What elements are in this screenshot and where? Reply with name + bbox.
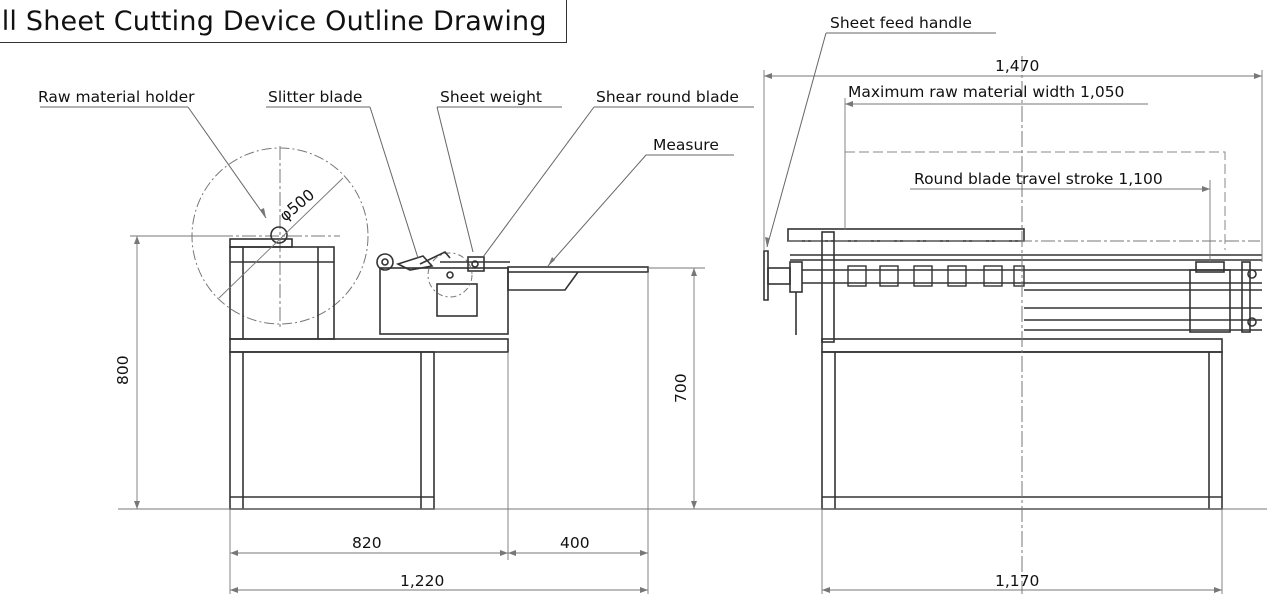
- dim-1170: 1,170: [995, 572, 1039, 590]
- dim-820: 820: [352, 534, 382, 552]
- roll-core: [270, 226, 288, 244]
- side-frame: [229, 351, 435, 510]
- label-sheet-feed-handle: Sheet feed handle: [830, 14, 972, 32]
- title-box: oll Sheet Cutting Device Outline Drawing: [0, 0, 567, 43]
- label-raw-material-holder: Raw material holder: [38, 88, 195, 106]
- side-view: [150, 146, 649, 510]
- dim-400: 400: [560, 534, 590, 552]
- label-round-blade-stroke: Round blade travel stroke 1,100: [914, 170, 1163, 188]
- label-max-raw-width: Maximum raw material width 1,050: [848, 83, 1124, 101]
- label-sheet-weight: Sheet weight: [440, 88, 542, 106]
- label-shear-round-blade: Shear round blade: [596, 88, 739, 106]
- table-top: [229, 338, 509, 353]
- holder-top: [229, 238, 293, 248]
- dim-1220: 1,220: [400, 572, 444, 590]
- label-measure: Measure: [653, 136, 719, 154]
- dim-700: 700: [672, 373, 690, 403]
- drawing-title: oll Sheet Cutting Device Outline Drawing: [0, 6, 547, 37]
- measure-bar: [507, 266, 649, 273]
- dim-diameter: φ500: [276, 186, 318, 225]
- dim-800: 800: [114, 355, 132, 385]
- cutting-unit-window: [436, 283, 478, 317]
- slitter-roller: [376, 253, 394, 271]
- round-blade: [427, 252, 473, 298]
- front-view: [763, 56, 1262, 594]
- label-slitter-blade: Slitter blade: [268, 88, 362, 106]
- dim-1470: 1,470: [995, 57, 1039, 75]
- cutting-unit: [379, 267, 509, 335]
- handle-wheel: [763, 250, 769, 301]
- blade-carriage: [1189, 269, 1231, 333]
- sheet-weight-block: [467, 256, 485, 272]
